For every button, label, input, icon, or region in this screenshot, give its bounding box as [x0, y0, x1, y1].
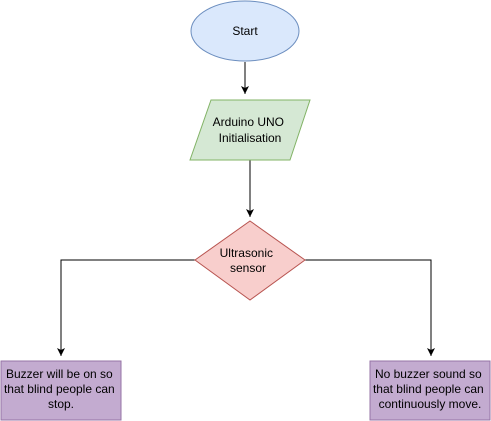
no-buzzer-shape: [369, 360, 491, 421]
init-label: Arduino UNO Initialisation: [213, 115, 288, 145]
init-label-line-1: Arduino UNO: [213, 115, 284, 129]
sensor-label: Ultrasonic sensor: [220, 246, 277, 275]
buzzer-on-line-1: Buzzer will be on so: [6, 367, 113, 381]
buzzer-on-shape: [0, 360, 122, 421]
no-buzzer-line-1: No buzzer sound so: [375, 367, 482, 381]
arrow-sensor-to-no-buzzer: [305, 259, 435, 356]
connectors: [57, 62, 435, 356]
buzzer-on-line-2: that blind people can: [4, 382, 115, 396]
arrow-sensor-to-buzzer-on: [57, 259, 195, 356]
sensor-label-line-2: sensor: [230, 261, 266, 275]
start-label: Start: [232, 24, 258, 38]
no-buzzer-node: No buzzer sound so that blind people can…: [369, 360, 491, 421]
no-buzzer-label: No buzzer sound so that blind people can…: [373, 367, 487, 411]
init-shape: [189, 99, 311, 161]
sensor-shape: [194, 220, 306, 301]
init-label-line-2: Initialisation: [219, 131, 282, 145]
no-buzzer-line-2: that blind people can: [373, 382, 484, 396]
buzzer-on-label: Buzzer will be on so that blind people c…: [4, 367, 118, 411]
start-node: Start: [190, 0, 300, 62]
buzzer-on-node: Buzzer will be on so that blind people c…: [0, 360, 122, 421]
sensor-label-line-1: Ultrasonic: [220, 246, 273, 260]
buzzer-on-line-3: stop.: [48, 397, 74, 411]
init-node: Arduino UNO Initialisation: [189, 99, 311, 161]
no-buzzer-line-3: continuously move.: [379, 397, 482, 411]
sensor-node: Ultrasonic sensor: [194, 220, 306, 301]
start-shape: [190, 0, 300, 62]
